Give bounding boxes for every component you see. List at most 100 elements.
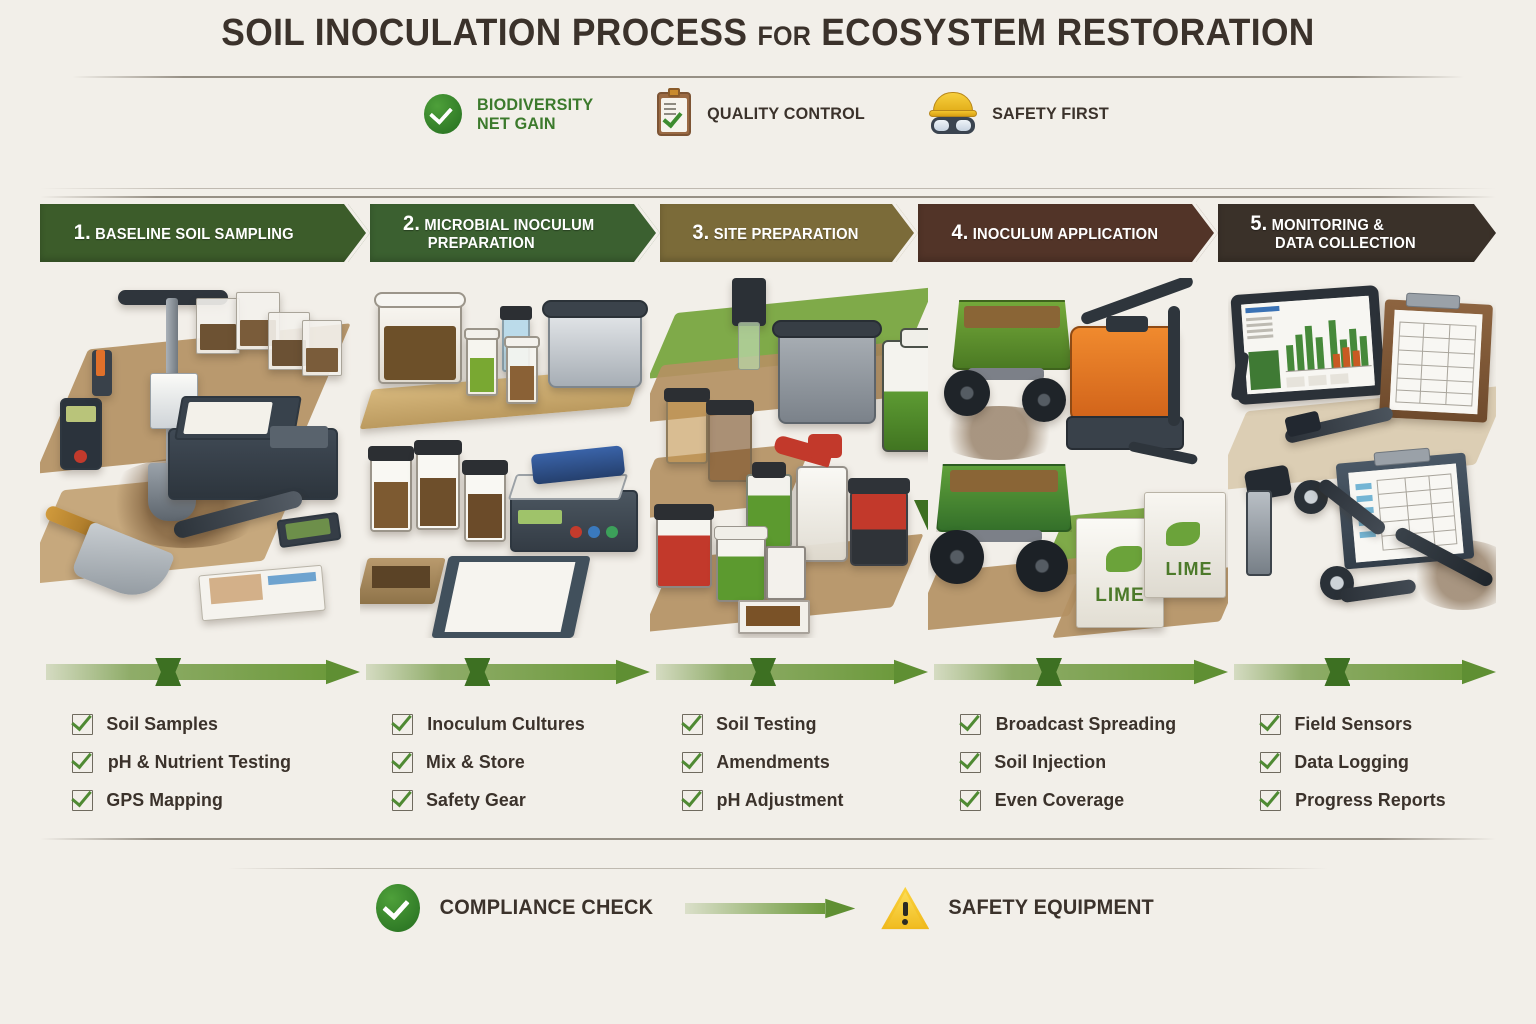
step-chevron-shape: [370, 204, 660, 262]
checklist-item-label: Even Coverage: [994, 789, 1125, 810]
checklist-item-label: Inoculum Cultures: [427, 713, 585, 734]
checklist-item[interactable]: Field Sensors: [1259, 705, 1496, 743]
badge-label: Quality Control: [706, 104, 865, 124]
bag-label: LIME: [1095, 585, 1145, 606]
page-title: Soil Inoculation Process for Ecosystem R…: [0, 12, 1536, 54]
title-main-a: Soil Inoculation Process: [221, 12, 748, 54]
step-label: 3. SITE PREPARATION: [692, 221, 859, 245]
step-title-line1: BASELINE SOIL SAMPLING: [95, 225, 294, 243]
flow-arrow-bar: [934, 664, 1194, 680]
flow-arrow-bar: [366, 664, 616, 680]
checklist-item-label: Data Logging: [1294, 751, 1410, 772]
badge-label-line2: Net Gain: [477, 114, 557, 133]
flow-arrow-1: [40, 652, 360, 692]
warning-triangle-icon: [881, 886, 930, 930]
check-circle-icon: [424, 94, 463, 134]
checkbox-checked-icon[interactable]: [391, 747, 413, 773]
legend-arrow-icon: [685, 895, 856, 921]
checklist-form-icon: [1348, 463, 1464, 563]
flow-arrow-head: [894, 659, 928, 685]
checkbox-checked-icon[interactable]: [681, 785, 703, 811]
process-step-5[interactable]: 5. MONITORING &DATA COLLECTION: [1192, 204, 1496, 262]
step-label: 4. INOCULUM APPLICATION: [951, 221, 1158, 245]
bar-chart-icon: [1241, 295, 1375, 395]
step-number: 1.: [73, 220, 91, 244]
badge-biodiversity-net-gain: Biodiversity Net Gain: [424, 94, 596, 134]
flow-arrow-bar: [46, 664, 326, 680]
title-connector: for: [757, 21, 812, 51]
flow-arrow-bar: [1234, 664, 1462, 680]
process-step-1[interactable]: 1. BASELINE SOIL SAMPLING: [40, 204, 370, 262]
footer-legend: Compliance Check Safety Equipment: [0, 884, 1536, 932]
checkbox-checked-icon[interactable]: [1259, 785, 1281, 811]
checkbox-checked-icon[interactable]: [959, 785, 981, 811]
checkbox-checked-icon[interactable]: [71, 747, 93, 773]
checkbox-checked-icon[interactable]: [681, 709, 703, 735]
step-chevron-shape: [660, 204, 918, 262]
checklist-item[interactable]: Amendments: [681, 743, 928, 781]
step-chevron-shape: [918, 204, 1218, 262]
checklist-item[interactable]: Progress Reports: [1259, 781, 1496, 819]
checklist-item-label: GPS Mapping: [106, 789, 223, 810]
checkbox-checked-icon[interactable]: [391, 709, 413, 735]
process-step-banner: 1. BASELINE SOIL SAMPLING 2. MICROBIAL IN…: [40, 204, 1496, 262]
flow-arrow-row: [40, 652, 1496, 692]
checkbox-checked-icon[interactable]: [71, 709, 93, 735]
data-table-icon: [1389, 309, 1483, 415]
checkbox-checked-icon[interactable]: [959, 747, 981, 773]
checklist-item[interactable]: Soil Testing: [681, 705, 928, 743]
checkbox-checked-icon[interactable]: [681, 747, 703, 773]
checklist-item[interactable]: GPS Mapping: [71, 781, 360, 819]
checklist-item-label: Soil Samples: [106, 713, 219, 734]
legend-label: Safety Equipment: [948, 896, 1155, 919]
process-step-4[interactable]: 4. INOCULUM APPLICATION: [892, 204, 1218, 262]
monitoring-data-collection-illustration: [1228, 278, 1496, 638]
checklist-item-label: Amendments: [716, 751, 830, 772]
flow-arrow-4: [928, 652, 1228, 692]
checklist-item[interactable]: Mix & Store: [391, 743, 650, 781]
baseline-soil-sampling-illustration: [40, 278, 360, 638]
flow-arrow-5: [1228, 652, 1496, 692]
title-divider: [72, 76, 1464, 78]
checklist-item-label: Progress Reports: [1295, 789, 1446, 810]
checklist-item[interactable]: Soil Samples: [71, 705, 360, 743]
step-title-line1: MONITORING &: [1271, 217, 1385, 235]
badge-label-line1: Biodiversity: [477, 94, 594, 114]
checklist-item-label: pH & Nutrient Testing: [107, 751, 292, 772]
checklist-item[interactable]: Soil Injection: [959, 743, 1228, 781]
checklist-item[interactable]: Data Logging: [1259, 743, 1496, 781]
step-number: 2.: [403, 212, 421, 236]
checkbox-checked-icon[interactable]: [391, 785, 413, 811]
checklist-item[interactable]: Safety Gear: [391, 781, 650, 819]
badge-quality-control: Quality Control: [656, 88, 869, 136]
step-label: 1. BASELINE SOIL SAMPLING: [73, 220, 294, 245]
step-label: 5. MONITORING &DATA COLLECTION: [1250, 212, 1416, 252]
tablet-dashboard-screen: [1241, 295, 1375, 395]
legend-safety-equipment: Safety Equipment: [881, 886, 1159, 930]
badge-label: Biodiversity Net Gain: [477, 95, 593, 133]
checkbox-checked-icon[interactable]: [71, 785, 93, 811]
flow-arrow-head: [326, 659, 360, 685]
checklist-item[interactable]: Broadcast Spreading: [959, 705, 1228, 743]
step-chevron-shape: [1218, 204, 1496, 262]
process-step-3[interactable]: 3. SITE PREPARATION: [634, 204, 918, 262]
checkbox-checked-icon[interactable]: [959, 709, 981, 735]
checklist-item[interactable]: pH & Nutrient Testing: [71, 743, 360, 781]
checklist-item[interactable]: Inoculum Cultures: [391, 705, 650, 743]
footer-divider-upper: [40, 838, 1496, 840]
badge-safety-first: Safety First: [928, 92, 1112, 136]
step-title-line1: SITE PREPARATION: [713, 225, 859, 243]
checklist-item[interactable]: Even Coverage: [959, 781, 1228, 819]
step-title-line2: DATA COLLECTION: [1275, 234, 1416, 252]
checkbox-checked-icon[interactable]: [1259, 747, 1281, 773]
checkbox-checked-icon[interactable]: [1259, 709, 1281, 735]
badge-row: Biodiversity Net Gain Quality Control Sa…: [0, 88, 1536, 136]
checklist-item[interactable]: pH Adjustment: [681, 781, 928, 819]
footer-divider-lower: [228, 868, 1328, 869]
